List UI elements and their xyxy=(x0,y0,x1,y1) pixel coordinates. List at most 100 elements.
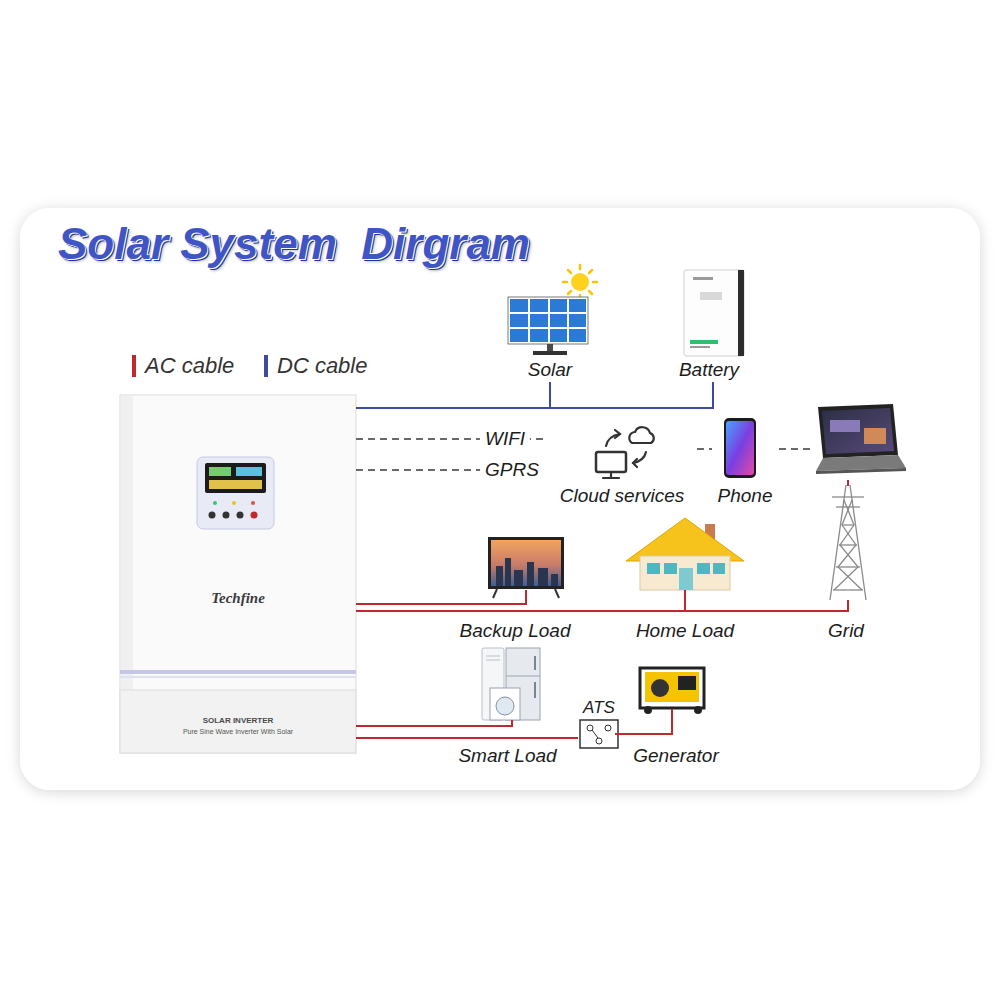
solar-panel-icon xyxy=(579,265,582,269)
phone-node: Phone xyxy=(712,412,778,508)
solar-panel-icon xyxy=(533,351,567,355)
smart-load-icon xyxy=(490,688,520,720)
generator-icon xyxy=(678,676,696,690)
solar-node: Solar xyxy=(500,262,600,382)
cloud-services-icon xyxy=(596,452,626,472)
house-icon xyxy=(679,568,693,590)
inverter-illustration xyxy=(209,512,216,519)
ac-wire-stub xyxy=(440,590,526,604)
generator-icon xyxy=(651,679,669,697)
inverter-illustration xyxy=(120,690,356,753)
smart-load-icon xyxy=(482,648,540,720)
generator-icon xyxy=(645,672,699,702)
phone-icon xyxy=(724,418,756,478)
generator-node: Generator xyxy=(628,652,724,768)
solar-panel-icon xyxy=(550,329,567,342)
solar-panel-icon xyxy=(530,299,548,312)
battery-icon xyxy=(700,292,722,300)
battery-icon xyxy=(690,346,710,348)
solar-panel-icon xyxy=(563,265,597,299)
ats-switch-symbol xyxy=(580,720,618,748)
ac-wire-stub xyxy=(615,709,672,734)
ac-cable xyxy=(356,610,800,612)
laptop-icon xyxy=(830,420,860,432)
net-cable xyxy=(697,448,712,450)
product-name: SOLAR INVERTER xyxy=(203,716,274,726)
inverter-illustration xyxy=(205,463,266,493)
cloud-services-icon xyxy=(633,459,637,467)
edge-label-slot: WIFI xyxy=(480,428,530,451)
network-dashed-line xyxy=(779,448,814,450)
ac-cable xyxy=(356,725,445,727)
grid-tower-icon xyxy=(842,524,854,525)
node-label: Backup Load xyxy=(460,620,571,643)
node-label: Generator xyxy=(633,745,719,768)
tv-icon xyxy=(551,574,558,586)
tv-icon xyxy=(491,540,561,586)
text-slot: Pure Sine Wave Inverter With Solar xyxy=(120,720,356,738)
solar-panel-icon xyxy=(569,314,586,327)
solar-panel-icon xyxy=(589,270,592,273)
diagram-title: Solar System Dirgram xyxy=(58,219,530,268)
grid-tower-icon xyxy=(830,480,866,600)
text-slot: SOLAR INVERTER xyxy=(120,709,356,727)
solar-panel-icon xyxy=(510,329,528,342)
battery-icon xyxy=(690,340,718,344)
connector-group xyxy=(356,382,800,738)
node-label: Grid xyxy=(828,620,864,643)
house-icon xyxy=(647,563,660,574)
ac-cable xyxy=(356,737,578,739)
smart-load-icon xyxy=(486,656,500,657)
legend-swatch xyxy=(264,355,268,377)
inverter-illustration xyxy=(209,480,262,489)
phone-icon xyxy=(726,421,754,475)
tv-icon xyxy=(514,570,523,586)
solar-panel-icon xyxy=(510,314,528,327)
house-icon xyxy=(640,556,730,590)
inverter-box: TechfineSOLAR INVERTERPure Sine Wave Inv… xyxy=(120,395,356,753)
solar-panel-icon xyxy=(568,291,571,294)
edge-label-slot: GPRS xyxy=(480,459,544,482)
house-icon xyxy=(626,518,744,561)
ats-switch-symbol xyxy=(596,738,602,744)
battery-icon xyxy=(693,277,713,280)
card-panel xyxy=(20,208,980,790)
grid-tower-icon xyxy=(850,485,866,600)
house-icon xyxy=(664,563,677,574)
dc-cable xyxy=(356,382,550,408)
smart-load-node: Smart Load xyxy=(445,640,570,768)
tv-icon xyxy=(555,589,559,598)
ac-cable xyxy=(620,733,628,735)
inverter-illustration xyxy=(197,457,274,529)
tv-icon xyxy=(505,558,511,586)
node-label: Home Load xyxy=(636,620,734,643)
solar-panel-icon xyxy=(547,344,553,352)
inverter-illustration xyxy=(232,501,236,505)
grid-tower-icon xyxy=(836,566,860,567)
node-label: Solar xyxy=(528,359,572,382)
grid-tower-icon xyxy=(839,544,857,545)
legend-entry: DC cable xyxy=(264,353,367,379)
solar-panel-icon xyxy=(508,297,588,344)
laptop-icon xyxy=(816,468,906,474)
generator-icon xyxy=(640,668,704,714)
tv-icon xyxy=(488,537,564,598)
battery-icon xyxy=(738,270,744,356)
connection-label: WIFI xyxy=(480,428,530,451)
ac-wire-stub xyxy=(600,590,685,611)
laptop-icon xyxy=(864,428,886,444)
inverter-illustration xyxy=(120,395,356,753)
connection-label: GPRS xyxy=(480,459,544,482)
laptop-icon xyxy=(816,404,906,474)
grid-tower-icon xyxy=(830,485,846,600)
ats-switch-symbol xyxy=(580,720,618,748)
cloud-services-icon xyxy=(603,477,619,479)
smart-load-icon xyxy=(534,682,536,698)
battery-icon xyxy=(684,270,744,356)
ats-switch-symbol xyxy=(605,725,611,731)
legend-entry: AC cable xyxy=(132,353,234,379)
laptop-icon xyxy=(818,404,898,458)
legend-text: AC cable xyxy=(145,353,234,379)
smart-load-icon xyxy=(506,676,540,677)
